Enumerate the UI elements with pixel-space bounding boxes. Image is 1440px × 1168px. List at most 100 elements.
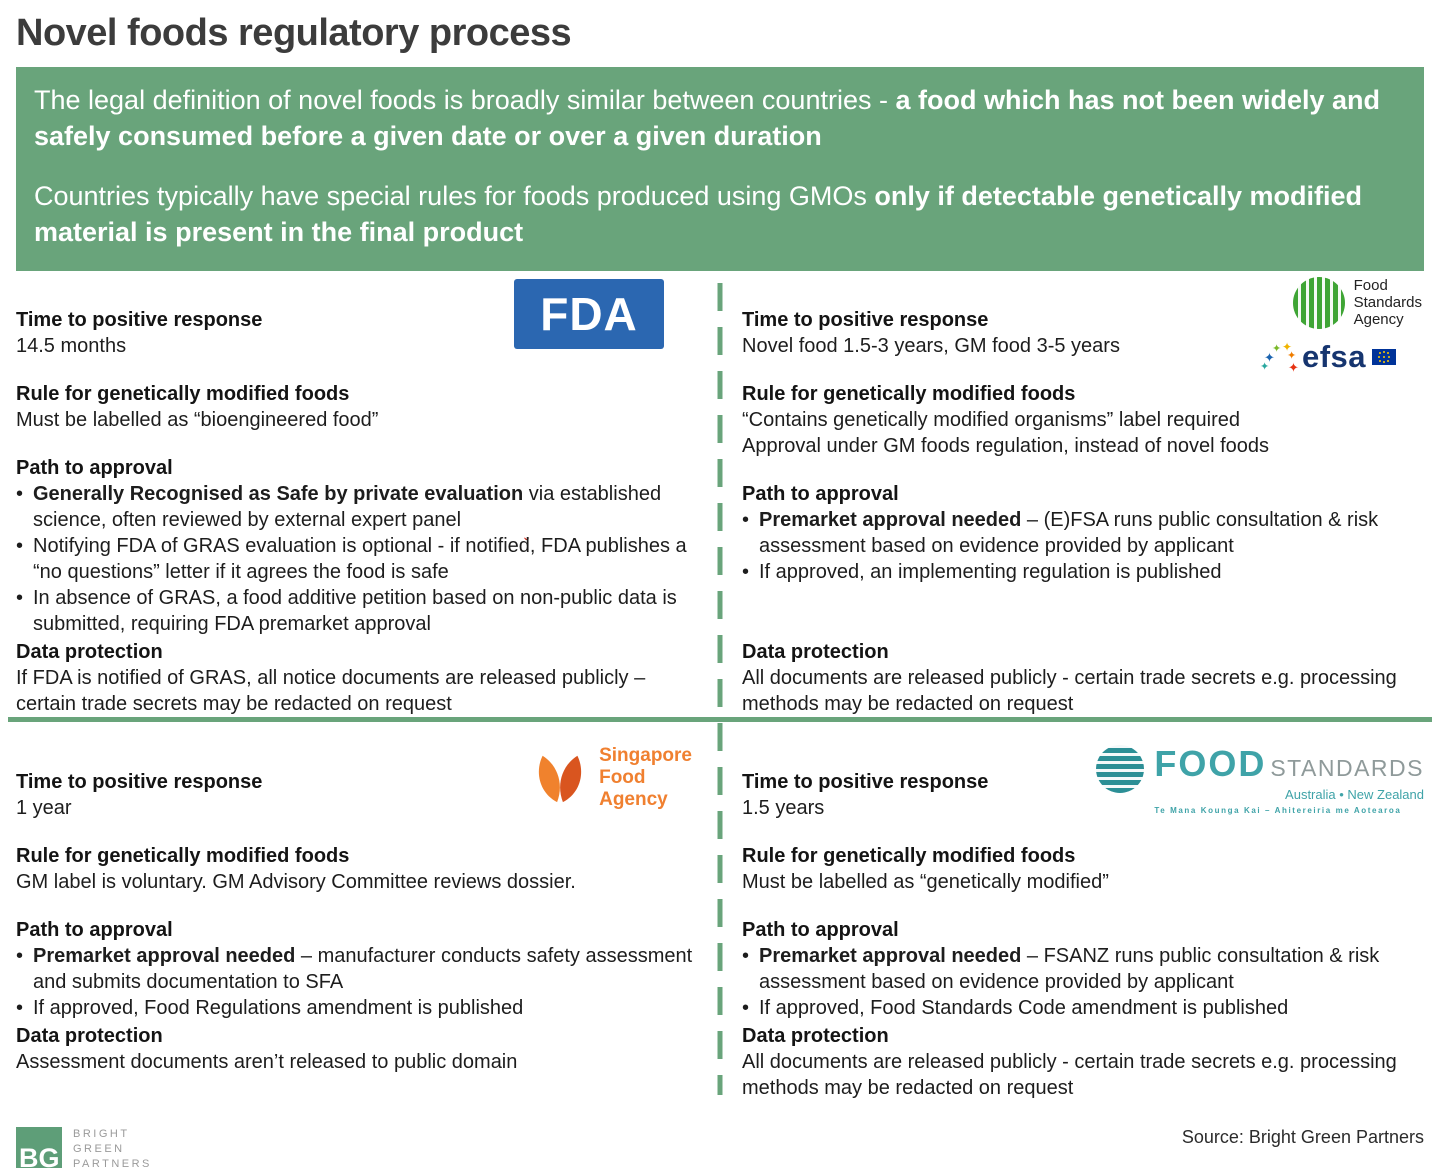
path-section: Path to approval Premarket approval need… [16, 917, 698, 1021]
fda-logo: FDA [514, 278, 664, 349]
sfa-logo-line: Singapore [599, 744, 692, 766]
efsa-logo: ✦✦✦✦✦✦ efsa [1260, 339, 1396, 375]
data-heading: Data protection [742, 640, 889, 663]
sfa-leaf-icon [538, 755, 582, 802]
time-heading: Time to positive response [742, 308, 989, 331]
banner-text-bold: a food which has not been widely and saf… [34, 85, 1381, 151]
definition-banner: The legal definition of novel foods is b… [16, 67, 1424, 271]
fsa-logo-icon [1292, 276, 1345, 329]
efsa-stars-icon: ✦✦✦✦✦✦ [1259, 339, 1299, 375]
data-heading: Data protection [16, 1024, 163, 1047]
rule-section: Rule for genetically modified foods Must… [16, 381, 698, 433]
fsa-logo-line: Food [1353, 277, 1388, 295]
path-bullet: Premarket approval needed – FSANZ runs p… [742, 943, 1424, 995]
sfa-logo-line: Food [599, 766, 646, 788]
bullet-bold: Premarket approval needed [33, 944, 296, 967]
rule-heading: Rule for genetically modified foods [16, 844, 350, 867]
rule-section: Rule for genetically modified foods “Con… [742, 381, 1424, 459]
data-text: All documents are released publicly - ce… [742, 1050, 1397, 1099]
row2-right: FOOD STANDARDS Australia • New Zealand T… [742, 723, 1424, 1101]
path-heading: Path to approval [16, 918, 173, 941]
path-heading: Path to approval [16, 456, 173, 479]
rule-heading: Rule for genetically modified foods [16, 382, 350, 405]
time-value: 1 year [16, 796, 72, 819]
banner-text: The legal definition of novel foods is b… [34, 85, 896, 115]
bg-logo-line: PARTNERS [73, 1158, 152, 1168]
data-protection-section: Data protection If FDA is notified of GR… [16, 639, 698, 717]
bullet-text: – FSANZ runs public consultation & risk … [759, 944, 1380, 993]
banner-text-bold: only if detectable genetically modified … [34, 180, 1363, 247]
time-value: 1.5 years [742, 796, 825, 819]
quadrant-fsa-efsa: Food Standards Agency ✦✦✦✦✦✦ efsa [742, 276, 1424, 717]
bullet-bold: Premarket approval needed [759, 508, 1022, 531]
time-section: Time to positive response 14.5 months [16, 307, 698, 359]
path-section: Path to approval Premarket approval need… [742, 917, 1424, 1021]
path-section: Path to approval Generally Recognised as… [16, 455, 698, 637]
row2-left: Singapore Food Agency Time to positive r… [16, 723, 698, 1101]
fsanz-word-food: FOOD [1154, 742, 1267, 784]
data-heading: Data protection [742, 1024, 889, 1047]
bullet-bold: Generally Recognised as Safe by private … [33, 482, 524, 505]
fsanz-region-text: Australia • New Zealand [1285, 786, 1424, 802]
time-section: Time to positive response Novel food 1.5… [742, 307, 1424, 359]
quadrant-sfa: Singapore Food Agency Time to positive r… [16, 723, 698, 1101]
path-bullet: If approved, Food Regulations amendment … [16, 995, 698, 1021]
bullet-text: If approved, Food Standards Code amendme… [759, 996, 1289, 1019]
fsanz-logo: FOOD STANDARDS Australia • New Zealand T… [1096, 743, 1424, 815]
bullet-text: Notifying FDA of GRAS evaluation is opti… [33, 534, 687, 583]
fsa-logo-text: Food Standards Agency [1354, 277, 1422, 328]
regulators-grid: FDA ˇ Time to positive response 14.5 mon… [8, 276, 1432, 1101]
rule-section: Rule for genetically modified foods GM l… [16, 843, 698, 895]
bg-logo-text: BRIGHT GREEN PARTNERS [73, 1127, 152, 1168]
path-heading: Path to approval [742, 918, 899, 941]
fsa-logo: Food Standards Agency [1292, 276, 1422, 329]
time-value: 14.5 months [16, 334, 127, 357]
fsanz-wordmark: FOOD STANDARDS [1154, 743, 1424, 785]
data-protection-section: Data protection Assessment documents are… [16, 1023, 698, 1101]
fda-logo-text: FDA [540, 287, 638, 340]
quadrant-fda: FDA ˇ Time to positive response 14.5 mon… [16, 278, 698, 717]
sfa-logo-line: Agency [599, 788, 668, 810]
fsanz-word-standards: STANDARDS [1270, 754, 1424, 781]
rule-heading: Rule for genetically modified foods [742, 844, 1076, 867]
sfa-logo: Singapore Food Agency [531, 745, 692, 811]
data-heading: Data protection [16, 640, 163, 663]
rule-text: Must be labelled as “bioengineered food” [16, 408, 379, 431]
rule-text: “Contains genetically modified organisms… [742, 408, 1241, 431]
rule-section: Rule for genetically modified foods Must… [742, 843, 1424, 895]
path-bullet: Premarket approval needed – manufacturer… [16, 943, 698, 995]
data-protection-section: Data protection All documents are releas… [742, 1023, 1424, 1101]
row1-right: Food Standards Agency ✦✦✦✦✦✦ efsa [742, 276, 1424, 717]
banner-paragraph-gmo: Countries typically have special rules f… [34, 179, 1406, 251]
bullet-text: via established science, often reviewed … [33, 482, 662, 531]
bullet-text: In absence of GRAS, a food additive peti… [33, 586, 677, 635]
page-footer: BG BRIGHT GREEN PARTNERS Source: Bright … [16, 1113, 1424, 1168]
data-text: If FDA is notified of GRAS, all notice d… [16, 666, 646, 715]
path-bullet: In absence of GRAS, a food additive peti… [16, 585, 698, 637]
fsa-logo-line: Agency [1353, 311, 1404, 329]
vertical-dashed-divider [717, 282, 723, 1095]
bg-logo-line: GREEN [73, 1143, 125, 1156]
source-attribution: Source: Bright Green Partners [1181, 1126, 1424, 1147]
bg-logo-line: BRIGHT [73, 1128, 130, 1141]
time-heading: Time to positive response [742, 770, 989, 793]
bright-green-partners-logo: BG BRIGHT GREEN PARTNERS [16, 1126, 152, 1168]
data-text: All documents are released publicly - ce… [742, 666, 1397, 715]
path-section: Path to approval Premarket approval need… [742, 481, 1424, 585]
fsa-logo-line: Standards [1353, 294, 1422, 312]
page-title: Novel foods regulatory process [16, 12, 572, 54]
banner-text: Countries typically have special rules f… [34, 180, 875, 211]
path-bullet: If approved, Food Standards Code amendme… [742, 995, 1424, 1021]
row1-left: FDA ˇ Time to positive response 14.5 mon… [16, 278, 698, 717]
efsa-logo-text: efsa [1301, 338, 1366, 374]
path-bullet: If approved, an implementing regulation … [742, 559, 1424, 585]
data-protection-section: Data protection All documents are releas… [742, 639, 1424, 717]
bg-logo-icon: BG [16, 1126, 62, 1168]
sfa-logo-text: Singapore Food Agency [599, 745, 692, 811]
bullet-bold: Premarket approval needed [759, 944, 1022, 967]
fsanz-logo-icon [1096, 744, 1145, 793]
eu-flag-icon [1372, 348, 1396, 365]
time-value: Novel food 1.5-3 years, GM food 3-5 year… [742, 334, 1120, 357]
time-heading: Time to positive response [16, 770, 263, 793]
